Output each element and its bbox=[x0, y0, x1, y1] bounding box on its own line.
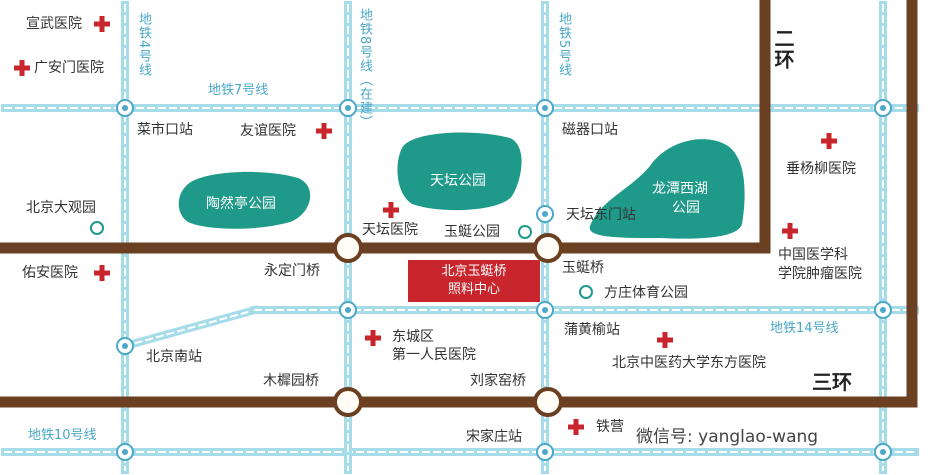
daguanyuan-marker bbox=[90, 221, 104, 235]
hospital-icon bbox=[821, 133, 837, 149]
second-ring-road bbox=[0, 0, 771, 254]
care-center-line2: 照料中心 bbox=[447, 282, 500, 297]
park-tiantan-label: 天坛公园 bbox=[430, 173, 486, 189]
bridge-yuting-marker bbox=[533, 233, 563, 263]
second-ring-label: 二环 bbox=[771, 28, 795, 70]
station-songjiazhuang-label: 宋家庄站 bbox=[466, 429, 522, 445]
third-ring-label: 三环 bbox=[812, 370, 852, 394]
hospital-youyi-label: 友谊医院 bbox=[240, 123, 296, 139]
hospital-icon bbox=[782, 223, 798, 239]
fangzhuang-park-marker bbox=[579, 285, 593, 299]
bridge-liujiayao-marker bbox=[533, 387, 563, 417]
park-longtan-line2: 公园 bbox=[672, 200, 700, 216]
care-center-marker: 北京玉蜓桥 照料中心 bbox=[408, 260, 540, 302]
bridge-yongdingmen-marker bbox=[333, 233, 363, 263]
care-center-line1: 北京玉蜓桥 bbox=[441, 264, 507, 279]
metro-line-10-label: 地铁10号线 bbox=[28, 428, 97, 443]
park-taoranting-label: 陶然亭公园 bbox=[206, 196, 276, 212]
hospital-icon bbox=[94, 265, 110, 281]
hospital-icon bbox=[94, 16, 110, 32]
metro-line-7-label: 地铁7号线 bbox=[208, 83, 269, 98]
park-longtan bbox=[589, 139, 745, 239]
park-tiantan bbox=[397, 132, 522, 211]
bridge-yuting-label: 玉蜓桥 bbox=[562, 260, 604, 276]
bridges bbox=[333, 233, 563, 417]
hospital-dongcheng-line1: 东城区 bbox=[392, 329, 434, 345]
place-fangzhuang-label: 方庄体育公园 bbox=[604, 285, 688, 301]
place-daguanyuan-label: 北京大观园 bbox=[26, 200, 96, 216]
hospital-xuanwu-label: 宣武医院 bbox=[26, 16, 82, 32]
hospital-icon bbox=[316, 123, 332, 139]
hospital-cams-line1: 中国医学科 bbox=[778, 247, 848, 263]
place-yuting-park-label: 玉蜓公园 bbox=[444, 224, 500, 240]
metro-stations bbox=[116, 99, 892, 461]
park-taoranting bbox=[178, 171, 311, 229]
hospital-tiantan-label: 天坛医院 bbox=[362, 222, 418, 238]
hospital-bucm-dongfang-label: 北京中医药大学东方医院 bbox=[612, 355, 766, 371]
hospital-icon bbox=[657, 332, 673, 348]
bridge-muxiyuan-marker bbox=[333, 387, 363, 417]
bridge-yongdingmen-label: 永定门桥 bbox=[264, 263, 320, 279]
station-beijing-south-label: 北京南站 bbox=[146, 349, 202, 365]
metro-line-14-label: 地铁14号线 bbox=[770, 321, 839, 336]
hospital-tieying-label: 铁营 bbox=[596, 419, 624, 435]
station-ciqikou-label: 磁器口站 bbox=[562, 122, 618, 138]
metro-line-14-path bbox=[120, 305, 919, 351]
yuting-park-marker bbox=[518, 225, 532, 239]
station-caishikou-label: 菜市口站 bbox=[137, 122, 193, 138]
wechat-watermark: 微信号: yanglao-wang bbox=[632, 422, 823, 447]
hospital-chuiyangliu-label: 垂杨柳医院 bbox=[786, 161, 856, 177]
hospital-dongcheng-line2: 第一人民医院 bbox=[392, 347, 476, 363]
park-longtan-line1: 龙潭西湖 bbox=[652, 181, 708, 197]
hospital-markers bbox=[14, 16, 837, 435]
station-puhuangyu-label: 蒲黄榆站 bbox=[564, 322, 620, 338]
hospital-icon bbox=[383, 202, 399, 218]
third-ring-road bbox=[0, 0, 918, 408]
hospital-youan-label: 佑安医院 bbox=[22, 265, 78, 281]
metro-line-8-label: 地铁8号线（在建） bbox=[357, 8, 372, 130]
hospital-icon bbox=[14, 60, 30, 76]
hospital-icon bbox=[365, 330, 381, 346]
hospital-guanganmen-label: 广安门医院 bbox=[34, 60, 104, 76]
place-markers bbox=[90, 221, 593, 299]
metro-line-5-label: 地铁5号线 bbox=[556, 12, 571, 78]
hospital-cams-line2: 学院肿瘤医院 bbox=[778, 266, 862, 282]
hospital-icon bbox=[568, 419, 584, 435]
parks bbox=[178, 132, 745, 239]
metro-line-4-label: 地铁4号线 bbox=[136, 12, 151, 78]
bridge-liujiayao-label: 刘家窑桥 bbox=[470, 373, 526, 389]
bridge-muxiyuan-label: 木樨园桥 bbox=[263, 373, 319, 389]
station-inner-dots bbox=[122, 105, 886, 455]
ring-roads bbox=[0, 0, 918, 408]
station-tiantan-east-gate-label: 天坛东门站 bbox=[566, 207, 636, 223]
